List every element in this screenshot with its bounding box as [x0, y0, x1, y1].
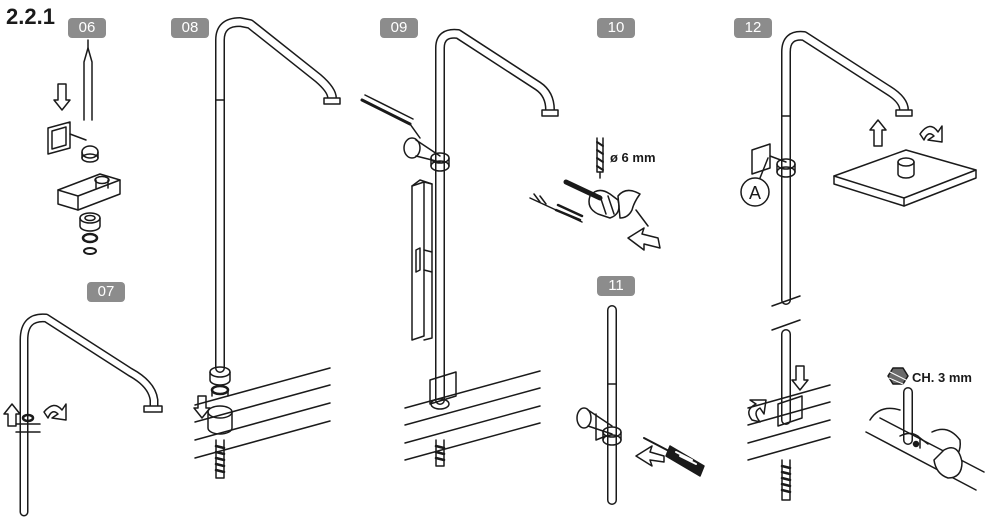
wall-bracket: [751, 143, 771, 175]
step-badge-09: 09: [380, 18, 418, 38]
rotate-arrow-icon: [748, 399, 767, 423]
down-arrow-icon: [193, 395, 211, 419]
step-09-drawing: [360, 28, 559, 467]
step-08-drawing: [193, 17, 341, 479]
section-number: 2.2.1: [6, 4, 55, 29]
mixer-body: [747, 401, 831, 444]
step-badge-11: 11: [597, 276, 635, 296]
callout-a: [740, 177, 770, 207]
step-06-drawing: [47, 39, 121, 255]
washer: [83, 247, 97, 255]
step-badge-08: 08: [171, 18, 209, 38]
wall-disc: [617, 189, 641, 219]
riser-pipe: [781, 30, 909, 305]
step-badge-10: 10: [597, 18, 635, 38]
step-badge-12: 12: [734, 18, 772, 38]
screw-plug: [563, 179, 603, 201]
step-10-drawing: [529, 137, 661, 251]
down-arrow-icon: [791, 365, 809, 391]
wall-bracket: [47, 121, 71, 155]
step-07-drawing: [3, 313, 163, 517]
slider-block: [57, 173, 121, 211]
step-12-drawing: A: [740, 30, 977, 501]
left-arrow-icon: [635, 445, 665, 467]
wall-disc: [576, 407, 592, 429]
step-11-drawing: [576, 305, 705, 505]
pencil-mark: [360, 98, 412, 126]
step-badge-06: 06: [68, 18, 106, 38]
left-arrow-icon: [627, 227, 661, 251]
hex-key-label: CH. 3 mm: [912, 370, 972, 385]
rotate-arrow-icon: [919, 125, 943, 143]
down-arrow-icon: [53, 83, 71, 111]
slide-bar: [411, 181, 425, 341]
mixer-body: [404, 387, 541, 444]
callout-a-label: A: [749, 183, 761, 203]
up-arrow-icon: [869, 119, 887, 147]
pipe-seal: [21, 413, 35, 423]
wall-anchor: [588, 189, 620, 219]
spacer-ring: [79, 217, 101, 232]
wall-disc: [403, 137, 421, 159]
pipe-break: [771, 295, 801, 331]
o-ring: [81, 232, 99, 244]
step-badge-07: 07: [87, 282, 125, 302]
up-arrow-icon: [3, 403, 21, 427]
ring-nut: [209, 371, 231, 386]
detail-drawing: [865, 367, 985, 491]
slider-pin: [83, 47, 93, 121]
rotate-arrow-icon: [43, 403, 67, 421]
riser-pipe: [435, 28, 555, 405]
drill-size-label: ø 6 mm: [610, 150, 656, 165]
